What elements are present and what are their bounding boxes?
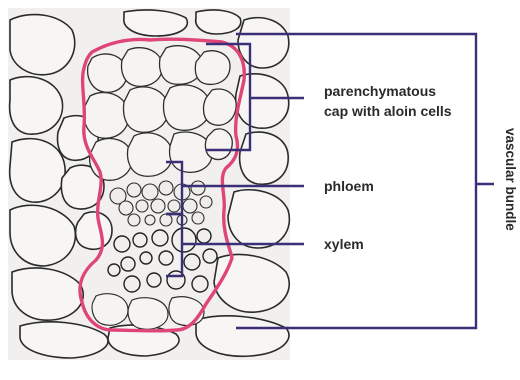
labels: parenchymatous cap with aloin cells phlo… — [324, 83, 518, 252]
vascular-bundle-label: vascular bundle — [503, 128, 518, 231]
parenchyma-label-line1: parenchymatous — [324, 83, 436, 99]
lower-cells — [92, 294, 204, 330]
xylem-label: xylem — [324, 236, 364, 252]
phloem-label: phloem — [324, 178, 374, 194]
micrograph — [8, 8, 290, 360]
parenchyma-label-line2: cap with aloin cells — [324, 103, 452, 119]
